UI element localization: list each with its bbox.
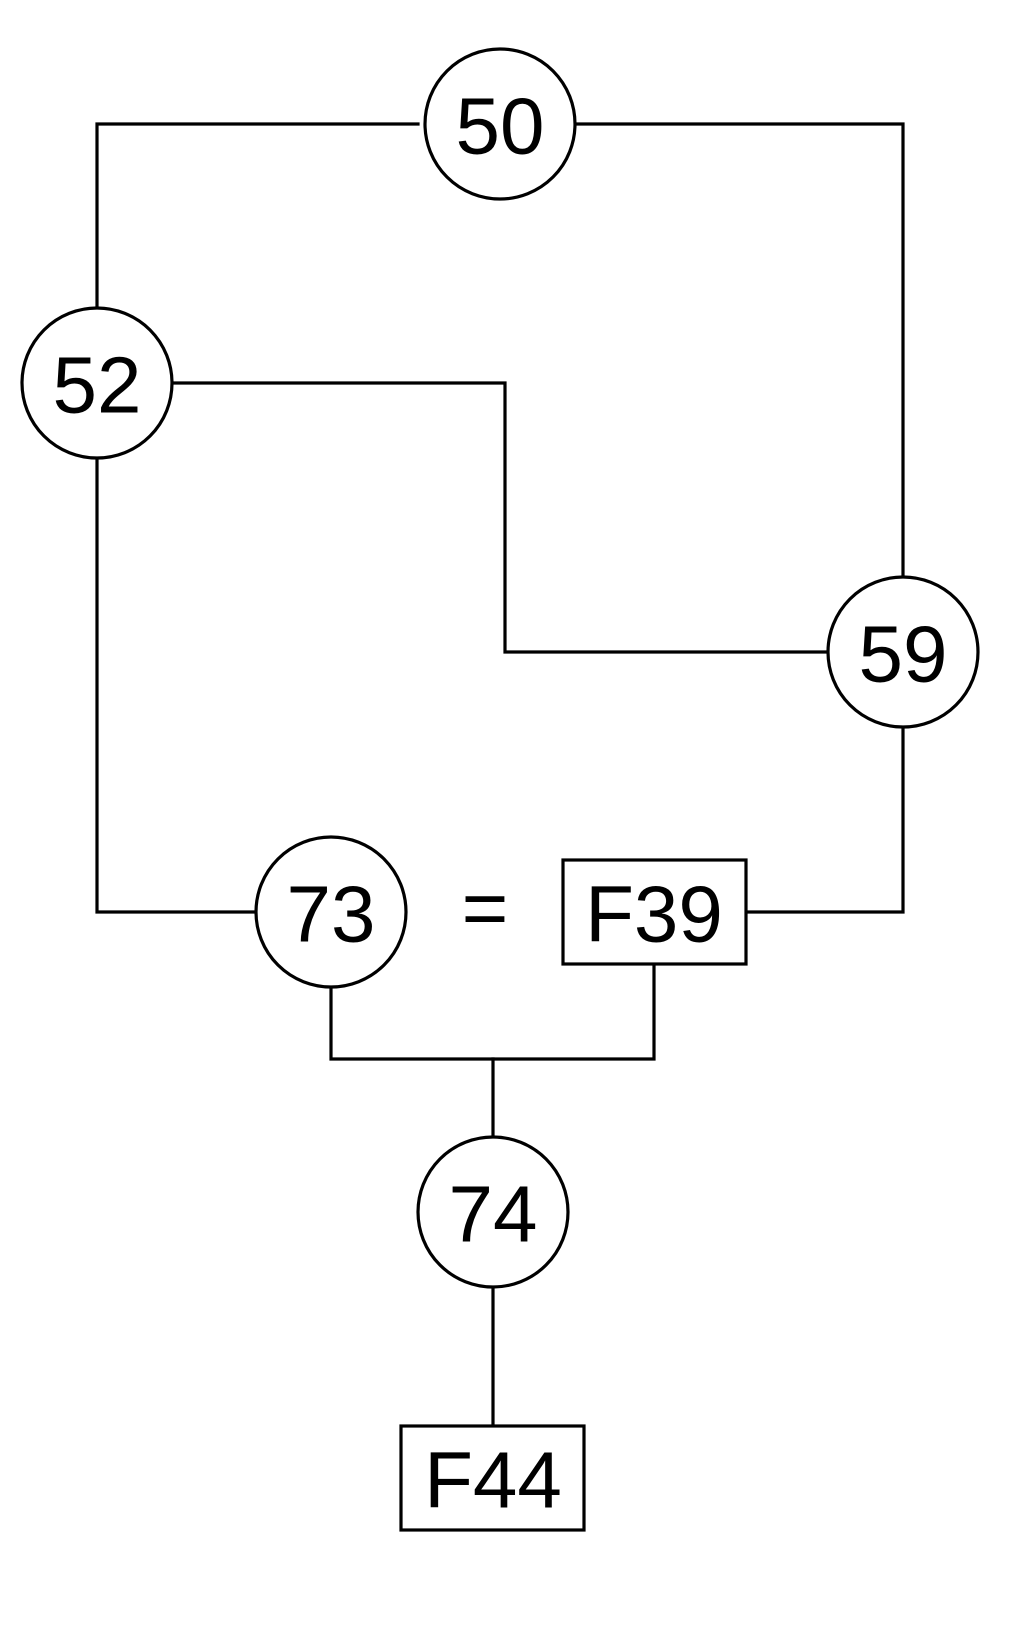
node-f44: F44 [399, 1424, 586, 1532]
edge-59-f39 [744, 726, 905, 914]
edge-52-73 [95, 458, 260, 914]
node-73-circle [254, 835, 408, 989]
node-74-label: 74 [449, 1170, 538, 1259]
connectors [95, 122, 905, 1428]
node-50-circle [423, 47, 577, 201]
edge-73-74-join [329, 962, 656, 1061]
node-74-circle [416, 1135, 570, 1289]
node-52-circle [20, 306, 174, 460]
node-52: 52 [20, 306, 174, 460]
node-f39: F39 [561, 858, 748, 966]
node-73-label: 73 [287, 870, 376, 959]
node-50-label: 50 [456, 82, 545, 171]
node-59-circle [826, 575, 980, 729]
node-52-label: 52 [53, 341, 142, 430]
edge-50-52 [95, 122, 420, 307]
node-50: 50 [423, 47, 577, 201]
edge-50-59 [573, 122, 905, 582]
node-59-label: 59 [859, 610, 948, 699]
node-f44-label: F44 [424, 1436, 562, 1525]
equals-sign: = [462, 864, 509, 953]
node-f44-box [399, 1424, 586, 1532]
node-f39-box [561, 858, 748, 966]
edge-52-59 [171, 381, 832, 654]
node-f39-label: F39 [585, 870, 723, 959]
node-59: 59 [826, 575, 980, 729]
node-73: 73 [254, 835, 408, 989]
node-74: 74 [416, 1135, 570, 1289]
